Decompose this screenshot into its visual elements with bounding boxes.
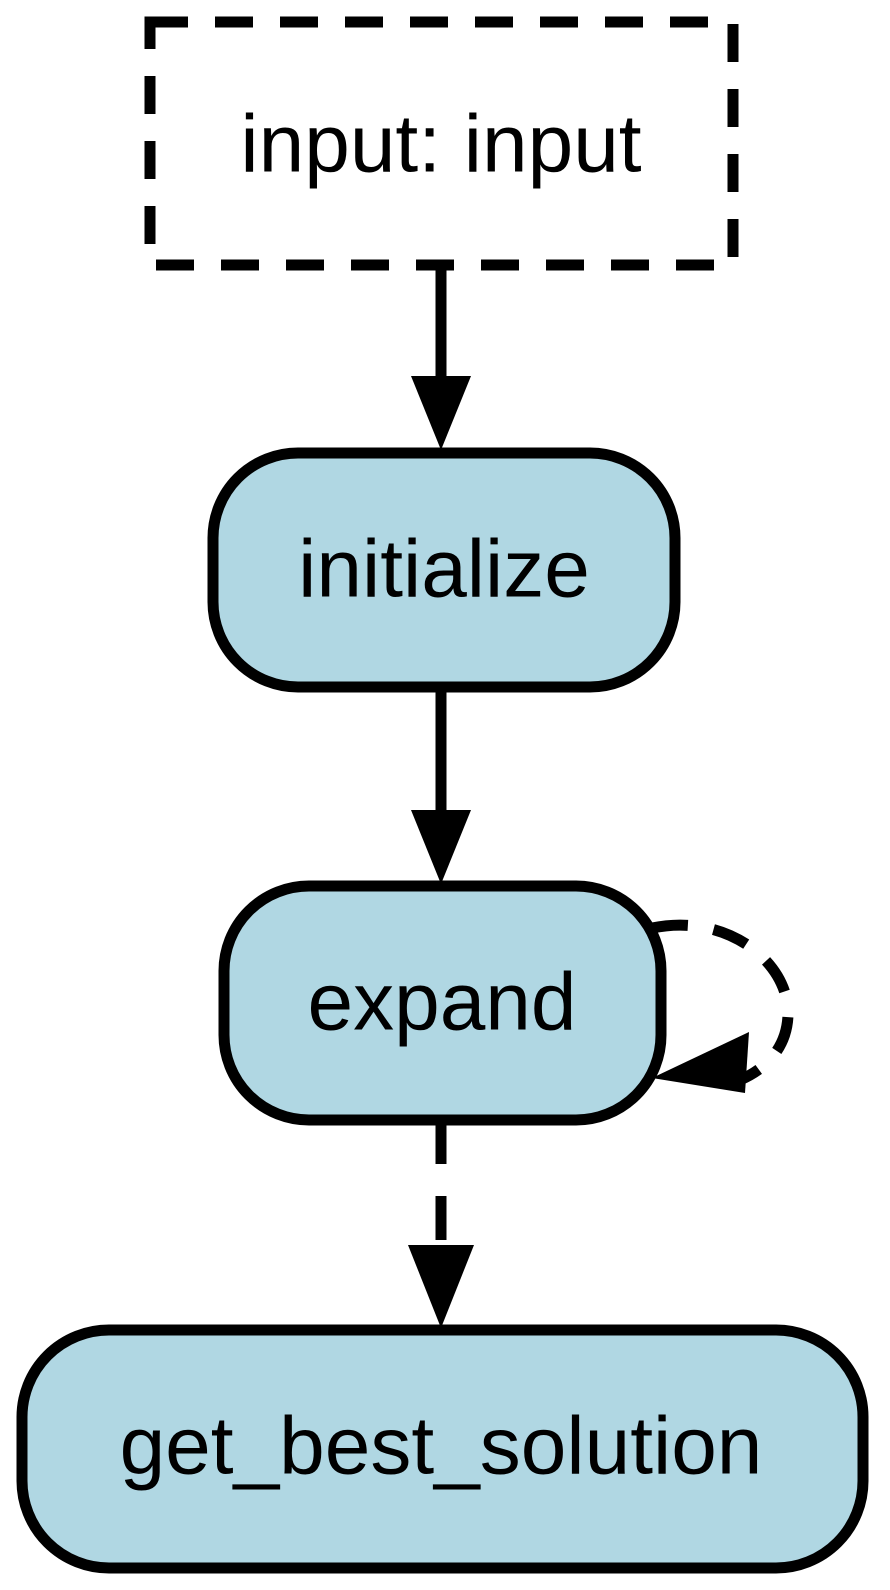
node-get-best-solution[interactable]: get_best_solution <box>16 1324 869 1574</box>
arrowhead-icon <box>652 1032 749 1093</box>
edge-initialize-to-expand <box>411 687 471 884</box>
node-input[interactable]: input: input <box>144 16 739 271</box>
node-initialize[interactable]: initialize <box>207 447 681 693</box>
edge-input-to-initialize <box>411 265 471 450</box>
node-input-border <box>144 16 739 271</box>
node-input-label: input: input <box>240 99 641 190</box>
node-initialize-label: initialize <box>298 524 590 615</box>
node-initialize-shape <box>207 447 681 693</box>
arrowhead-icon <box>408 1245 474 1328</box>
node-expand-shape <box>218 880 667 1126</box>
edge-expand-to-get-best-solution <box>408 1120 474 1328</box>
node-expand-label: expand <box>307 957 576 1048</box>
arrowhead-icon <box>411 376 471 450</box>
node-expand[interactable]: expand <box>218 880 667 1126</box>
node-get-best-solution-label: get_best_solution <box>120 1401 763 1492</box>
edge-expand-self-loop <box>650 919 794 1093</box>
node-get-best-solution-shape <box>16 1324 869 1574</box>
arrowhead-icon <box>411 810 471 884</box>
